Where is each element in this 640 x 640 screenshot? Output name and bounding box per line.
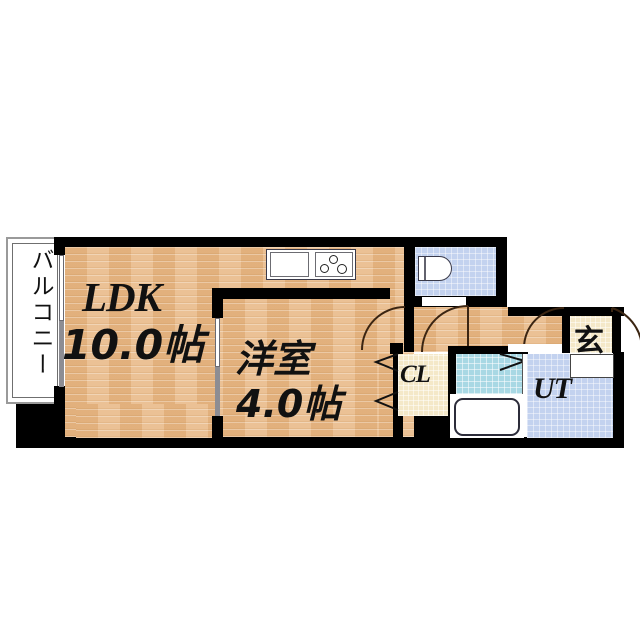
wall-bath-top [448,346,528,354]
entrance-door-swing[interactable] [611,307,640,354]
wall-entrance-left [562,307,570,353]
bedroom-name-label: 洋室 [235,337,312,381]
ldk-area-label: 10.0帖 [62,321,205,369]
wall-bottom-ldk [16,437,216,448]
wall-bottom-bedroom [210,437,390,448]
entrance-floor [570,316,612,353]
hall-door-swing[interactable] [361,306,406,351]
toilet-door-swing[interactable] [421,305,470,353]
balcony-inner [12,243,58,398]
wall-right-upper [496,237,507,307]
bathtub-icon [454,398,520,436]
bath-door-jamb [522,354,527,394]
wall-top-toilet [404,237,506,247]
entrance-label: 玄 [574,324,604,359]
balcony-label: バルコニー [27,248,53,378]
wall-left-ldk-upper [54,237,65,255]
closet-floor [398,354,450,416]
wall-top-ldk [54,237,414,248]
stove-burner [337,264,347,274]
balcony-sliding-door[interactable] [58,255,66,387]
wall-left-ldk-lower [54,386,65,404]
stove-icon [315,252,353,277]
bedroom-sliding-door[interactable] [214,318,222,416]
wall-right-outer [613,352,624,442]
bedroom-floor [223,299,390,437]
toilet-tank-line [424,257,426,281]
stove-burner [320,264,329,273]
toilet-icon [418,256,452,281]
wall-bedroom-left-lower [212,416,223,440]
wall-bedroom-top [212,288,390,299]
vanity-icon [570,354,614,378]
bath-floor [456,354,524,394]
wall-toilet-left [404,237,415,307]
bedroom-floor-ext [379,354,393,437]
toilet-door-opening [422,297,466,306]
wall-bedroom-left [212,288,223,318]
closet-label: CL [400,361,431,388]
wall-bedroom-right-lower [392,343,403,438]
wall-hall-divider [404,307,414,352]
wall-bottom-right [380,437,624,448]
bedroom-area-label: 4.0帖 [236,382,342,426]
ldk-name-label: LDK [82,274,162,320]
sink-icon [270,252,309,277]
wall-entrance-right [612,307,621,353]
wall-top-right-cap [496,237,507,248]
stove-burner [329,255,338,264]
ldk-floor-lower [76,404,216,438]
closet-folding-door-icon[interactable] [373,352,400,420]
entrance-step-line [508,344,562,352]
corridor-door-swing[interactable] [523,307,566,352]
wall-bedroom-right-ext [379,343,403,354]
utility-label: UT [533,372,572,405]
